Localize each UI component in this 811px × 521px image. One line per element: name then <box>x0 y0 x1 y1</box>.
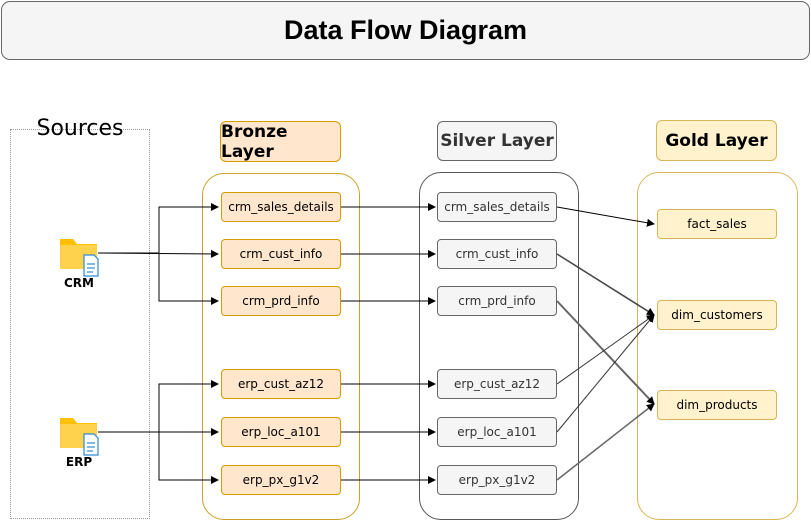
silver-node-crm-cust-info: crm_cust_info <box>437 239 557 269</box>
silver-node-erp-cust-az12: erp_cust_az12 <box>437 369 557 399</box>
diagram-title: Data Flow Diagram <box>1 1 810 60</box>
silver-node-crm-sales-details: crm_sales_details <box>437 192 557 222</box>
silver-layer-header: Silver Layer <box>437 121 557 161</box>
silver-node-erp-loc-a101: erp_loc_a101 <box>437 417 557 447</box>
bronze-node-crm-sales-details: crm_sales_details <box>221 192 341 222</box>
crm-to-crm-sales-details-arrow <box>98 203 219 254</box>
silver-node-erp-px-g1v2: erp_px_g1v2 <box>437 465 557 495</box>
crm-folder-icon <box>59 237 101 277</box>
silver-to-gold-links <box>556 206 655 481</box>
crm-links <box>97 203 219 305</box>
gold-node-dim-customers: dim_customers <box>657 300 777 330</box>
bronze-layer-container <box>202 173 360 520</box>
sales-to-fact-sales-arrow <box>556 206 655 227</box>
gold-layer-header: Gold Layer <box>656 120 777 161</box>
gold-node-fact-sales: fact_sales <box>657 209 777 239</box>
bronze-node-crm-prd-info: crm_prd_info <box>221 286 341 316</box>
sources-label: Sources <box>36 116 124 141</box>
bronze-node-crm-cust-info: crm_cust_info <box>221 239 341 269</box>
bronze-node-erp-cust-az12: erp_cust_az12 <box>221 369 341 399</box>
bronze-node-erp-loc-a101: erp_loc_a101 <box>221 417 341 447</box>
crm-source-label: CRM <box>64 276 94 290</box>
silver-node-crm-prd-info: crm_prd_info <box>437 286 557 316</box>
loc-a101-to-dim-customers-arrow <box>556 314 655 433</box>
prd-info-to-dim-products-arrow <box>556 300 655 405</box>
crm-to-crm-prd-info-arrow <box>98 252 219 305</box>
silver-layer-container <box>419 172 579 520</box>
erp-folder-icon <box>59 416 101 456</box>
erp-links <box>98 380 219 484</box>
cust-az12-to-dim-customers-arrow <box>556 314 655 385</box>
erp-source-label: ERP <box>65 455 93 469</box>
gold-layer-container <box>637 172 798 520</box>
bronze-to-silver-links <box>341 203 436 484</box>
px-g1v2-to-dim-products-arrow <box>556 403 655 481</box>
gold-node-dim-products: dim_products <box>657 390 777 420</box>
erp-to-erp-cust-az12-arrow <box>98 380 219 433</box>
erp-to-erp-px-g1v2-arrow <box>98 431 219 484</box>
bronze-node-erp-px-g1v2: erp_px_g1v2 <box>221 465 341 495</box>
bronze-layer-header: Bronze Layer <box>220 121 341 162</box>
cust-info-to-dim-customers-arrow <box>556 253 655 316</box>
sources-container <box>10 129 150 519</box>
